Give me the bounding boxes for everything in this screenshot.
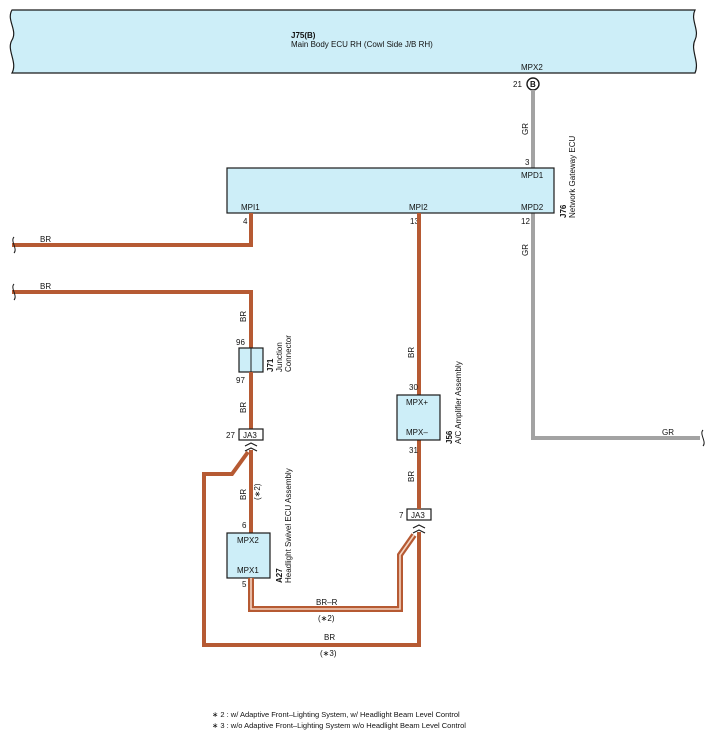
j75-connector-label: B: [530, 80, 536, 89]
j76-pin-mpi2: MPI2: [409, 203, 428, 212]
j56-pin-number-plus: 30: [409, 383, 418, 392]
footnote-3: ∗ 3 : w/o Adaptive Front–Lighting System…: [212, 721, 466, 730]
label-note2-brr: (∗2): [318, 614, 335, 623]
wire-br-note3: [202, 450, 421, 647]
j76-pin-mpi1: MPI1: [241, 203, 260, 212]
label-br-j71-upper: BR: [239, 311, 248, 322]
label-br-r: BR–R: [316, 598, 338, 607]
label-br-j71-lower: BR: [239, 402, 248, 413]
j56-name: A/C Amplifier Assembly: [454, 361, 463, 444]
label-br-bottom: BR: [324, 633, 335, 642]
j71-id: J71: [266, 358, 275, 372]
j76-pin-number-mpi1: 4: [243, 217, 248, 226]
j56-pin-plus: MPX+: [406, 398, 428, 407]
ja3-left-label: JA3: [243, 431, 257, 440]
j75-ecu-box: [9, 9, 698, 74]
ja3-right-label: JA3: [411, 511, 425, 520]
j71-name-line2: Connector: [284, 335, 293, 372]
j75-pin-number: 21: [513, 80, 522, 89]
ja3-left-pin: 27: [226, 431, 235, 440]
label-br-a27: BR: [239, 489, 248, 500]
j56-pin-number-minus: 31: [409, 446, 418, 455]
label-note2-a27: (∗2): [253, 483, 262, 500]
a27-pin-number-bottom: 5: [242, 580, 247, 589]
j75-pin-label: MPX2: [521, 63, 543, 72]
j76-pin-mpd2: MPD2: [521, 203, 544, 212]
wire-br-mpi1: [12, 213, 253, 247]
label-br-mpi2: BR: [407, 347, 416, 358]
j76-pin-number-mpd2: 12: [521, 217, 530, 226]
ja3-right-chevron: [412, 524, 426, 534]
wire-break-mpi1: [12, 236, 16, 254]
label-gr-lower: GR: [521, 244, 530, 256]
label-br-j56: BR: [407, 471, 416, 482]
j76-pin-mpd1: MPD1: [521, 171, 544, 180]
wire-br-left-to-j71: [12, 290, 253, 348]
j71-pin-top: 96: [236, 338, 245, 347]
j76-id: J76: [559, 204, 568, 218]
footnote-2: ∗ 2 : w/ Adaptive Front–Lighting System,…: [212, 710, 460, 719]
label-gr-right: GR: [662, 428, 674, 437]
a27-name: Headlight Swivel ECU Assembly: [284, 468, 293, 583]
j56-ac-amplifier-box: [396, 394, 441, 441]
label-br-left: BR: [40, 282, 51, 291]
wire-br-r-center: [250, 534, 415, 610]
ja3-right-pin: 7: [399, 511, 404, 520]
j76-ecu-box: [226, 167, 555, 214]
j76-name: Network Gateway ECU: [568, 136, 577, 218]
ja3-left-connector: [238, 428, 264, 441]
a27-pin-number-top: 6: [242, 521, 247, 530]
j76-pin-number-mpi2: 13: [410, 217, 419, 226]
a27-id: A27: [275, 568, 284, 583]
wire-break-left: [12, 283, 16, 301]
j75-name: Main Body ECU RH (Cowl Side J/B RH): [291, 40, 433, 49]
wire-break-gr: [701, 429, 705, 447]
j56-pin-minus: MPX–: [406, 428, 428, 437]
j71-pin-bottom: 97: [236, 376, 245, 385]
label-note3: (∗3): [320, 649, 337, 658]
label-br-mpi1: BR: [40, 235, 51, 244]
j71-name-line1: Junction: [275, 342, 284, 372]
wire-gr-mpd2: [531, 213, 700, 440]
a27-pin-mpx1: MPX1: [237, 566, 259, 575]
j76-pin-number-mpd1: 3: [525, 158, 530, 167]
j56-id: J56: [445, 430, 454, 444]
ja3-left-chevron: [244, 442, 258, 452]
a27-pin-mpx2: MPX2: [237, 536, 259, 545]
j75-id: J75(B): [291, 31, 316, 40]
label-gr-upper: GR: [521, 123, 530, 135]
